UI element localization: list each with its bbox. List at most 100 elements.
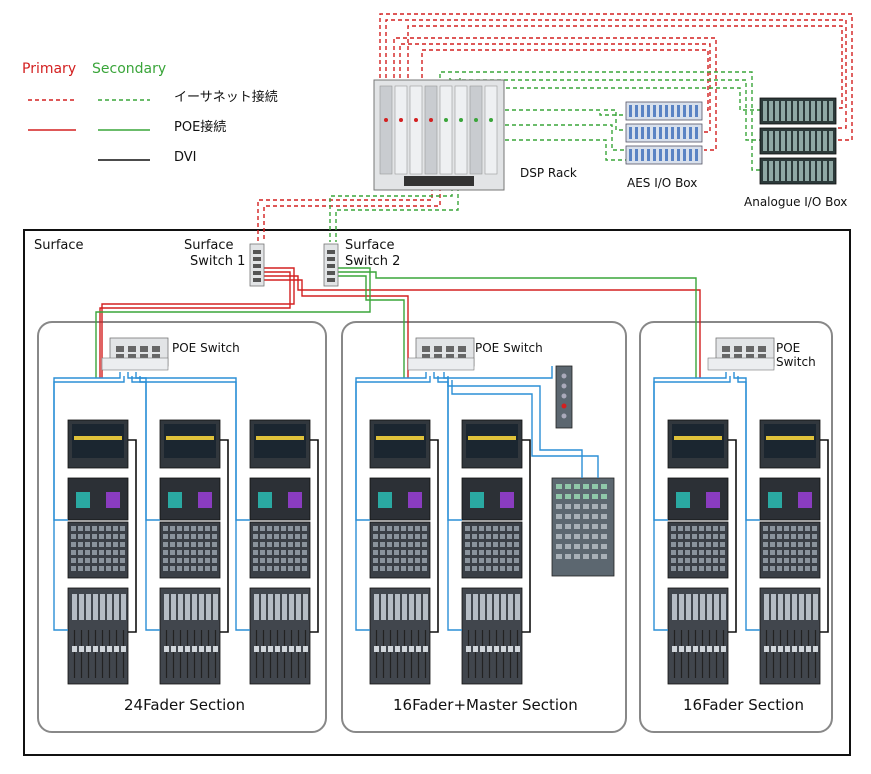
analogue-io-unit bbox=[759, 157, 837, 185]
left-stack-3-fader-cap bbox=[275, 646, 280, 652]
analogue-io-port bbox=[781, 161, 785, 181]
master-panel-key bbox=[556, 484, 562, 489]
left-stack-3-key bbox=[274, 526, 279, 531]
mid-stack-1-key bbox=[408, 526, 413, 531]
aes-io-unit-port bbox=[677, 127, 680, 139]
poe-switch-right-port bbox=[746, 354, 754, 360]
mid-stack-1-key bbox=[401, 566, 406, 571]
right-stack-1-key bbox=[699, 550, 704, 555]
dsp-rack-led bbox=[399, 118, 403, 122]
left-stack-2-key bbox=[177, 558, 182, 563]
aes-io-unit-port bbox=[635, 149, 638, 161]
master-control-knob bbox=[561, 393, 567, 399]
left-blue-touch-0 bbox=[53, 372, 121, 521]
mid-stack-2-key bbox=[472, 542, 477, 547]
right-blue-fader-1 bbox=[737, 376, 760, 631]
mid-stack-1-key bbox=[415, 566, 420, 571]
right-stack-2-meter bbox=[766, 436, 814, 440]
sw1-poe-left-primary-b bbox=[99, 271, 291, 378]
left-stack-1-key bbox=[120, 542, 125, 547]
left-stack-3 bbox=[249, 419, 311, 685]
left-stack-2-key bbox=[191, 566, 196, 571]
left-stack-2-key bbox=[198, 558, 203, 563]
left-stack-2-fader-strip bbox=[178, 594, 183, 620]
left-stack-1-key bbox=[106, 566, 111, 571]
mid-stack-1-fader-strip bbox=[416, 594, 421, 620]
left-stack-3-fader-cap bbox=[289, 646, 294, 652]
right-stack-2-fader-cap bbox=[792, 646, 797, 652]
mid-stack-2-key bbox=[507, 558, 512, 563]
right-stack-1-key bbox=[713, 558, 718, 563]
mid-stack-1-key bbox=[415, 550, 420, 555]
mid-stack-1-key bbox=[373, 566, 378, 571]
mid-stack-2-key bbox=[479, 566, 484, 571]
mid-stack-1-key bbox=[394, 558, 399, 563]
left-stack-2-key bbox=[191, 550, 196, 555]
right-stack-1-key bbox=[685, 534, 690, 539]
left-stack-3-purple-block bbox=[288, 492, 302, 508]
left-stack-1-dvi-link bbox=[128, 439, 137, 633]
mid-stack-2-key bbox=[507, 534, 512, 539]
aes-io-unit-port bbox=[677, 149, 680, 161]
mid-stack-2-key bbox=[486, 534, 491, 539]
master-panel-key bbox=[565, 484, 571, 489]
right-stack-1-key bbox=[692, 558, 697, 563]
mid-stack-1-fader-cap bbox=[409, 646, 414, 652]
analogue-io-port bbox=[811, 101, 815, 121]
left-stack-2-key bbox=[191, 558, 196, 563]
master-panel-key bbox=[601, 554, 607, 559]
left-stack-1-fader-cap bbox=[79, 646, 84, 652]
left-stack-1-fader-cap bbox=[107, 646, 112, 652]
right-stack-1 bbox=[667, 419, 729, 685]
left-stack-1-fader-strip bbox=[93, 594, 98, 620]
mid-stack-2-fader-cap bbox=[487, 646, 492, 652]
right-stack-2-key bbox=[777, 542, 782, 547]
left-stack-2-key bbox=[198, 526, 203, 531]
mid-stack-1-key bbox=[394, 550, 399, 555]
right-stack-1-key bbox=[713, 534, 718, 539]
left-stack-3-key bbox=[281, 526, 286, 531]
left-stack-1-key bbox=[106, 550, 111, 555]
poe-switch-right-port bbox=[722, 346, 730, 352]
aes-io-unit-port bbox=[653, 105, 656, 117]
master-panel-key bbox=[592, 534, 598, 539]
left-stack-3-key bbox=[302, 550, 307, 555]
analogue-io-port bbox=[817, 131, 821, 151]
right-stack-1-key bbox=[685, 566, 690, 571]
left-stack-3-key bbox=[302, 542, 307, 547]
dsp-rack-base bbox=[404, 176, 474, 186]
poe-switch-left-label: POE Switch bbox=[172, 341, 240, 355]
analogue-io-label: Analogue I/O Box bbox=[744, 195, 848, 209]
left-stack-2-key bbox=[177, 550, 182, 555]
right-stack-1-fader-cap bbox=[721, 646, 726, 652]
mid-stack-2-fader-strip bbox=[501, 594, 506, 620]
left-stack-1-key bbox=[78, 526, 83, 531]
left-stack-1-fader-strip bbox=[121, 594, 126, 620]
left-stack-2-key bbox=[184, 550, 189, 555]
left-stack-3-key bbox=[253, 566, 258, 571]
poe-switch-right-port bbox=[746, 346, 754, 352]
left-stack-3-meter bbox=[256, 436, 304, 440]
left-stack-2 bbox=[159, 419, 221, 685]
mid-stack-1-fader-strip bbox=[409, 594, 414, 620]
left-stack-3-fader-strip bbox=[303, 594, 308, 620]
right-stack-1-key bbox=[713, 542, 718, 547]
right-stack-2-button-matrix bbox=[759, 521, 821, 579]
right-stack-1-fader-strip bbox=[714, 594, 719, 620]
poe-switch-mid bbox=[407, 337, 475, 371]
mid-stack-1-fader-strip bbox=[374, 594, 379, 620]
mid-stack-1-fader-strip bbox=[395, 594, 400, 620]
right-stack-2-key bbox=[791, 526, 796, 531]
right-stack-2-key bbox=[770, 534, 775, 539]
mid-stack-1-key bbox=[380, 566, 385, 571]
left-stack-3-key bbox=[253, 526, 258, 531]
left-stack-2-fader-cap bbox=[206, 646, 211, 652]
right-stack-2-key bbox=[784, 550, 789, 555]
mid-stack-1-key bbox=[408, 542, 413, 547]
mid-stack-2-key bbox=[465, 542, 470, 547]
master-panel-key bbox=[556, 524, 562, 529]
mid-blue-fader-1 bbox=[437, 376, 462, 631]
left-stack-3-key bbox=[260, 534, 265, 539]
mid-blue-master bbox=[447, 376, 583, 478]
master-panel-key bbox=[592, 544, 598, 549]
